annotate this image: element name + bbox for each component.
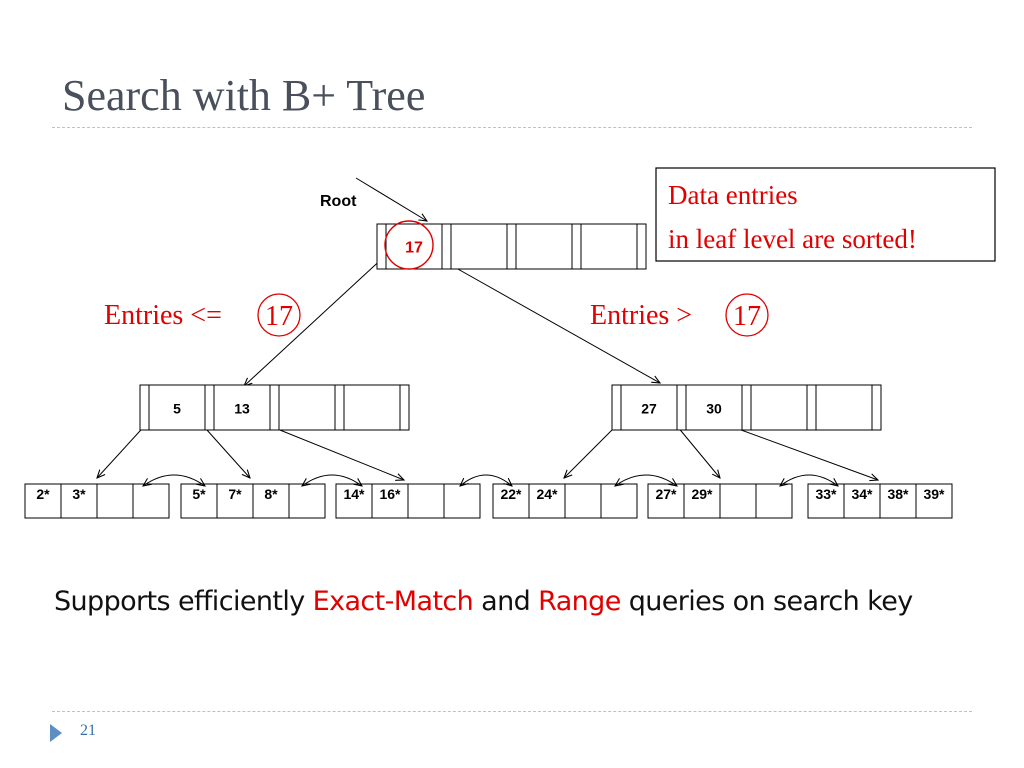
leaf-node-4-slot bbox=[528, 483, 566, 519]
summary-suffix: queries on search key bbox=[620, 586, 913, 617]
leaf-node-1-slot bbox=[132, 483, 170, 519]
leaf-node-2: 5* 7* 8* bbox=[180, 483, 326, 519]
leaf-node-4: 22* 24* bbox=[492, 483, 638, 519]
leaf-node-4-entry: 24* bbox=[536, 486, 558, 502]
inner-node-left-key: 5 bbox=[173, 401, 181, 417]
leaf-node-6-slot bbox=[807, 483, 845, 519]
leaf-node-3-entry: 16* bbox=[379, 486, 401, 502]
leaf-node-6-slot bbox=[879, 483, 917, 519]
edge-inner-to-leaf-6 bbox=[721, 422, 878, 480]
leaf-node-6: 33* 34* 38* 39* bbox=[807, 483, 953, 519]
page-number: 21 bbox=[80, 722, 96, 739]
leaf-node-1-entry: 3* bbox=[72, 486, 86, 502]
inner-node-left: 5 13 bbox=[139, 384, 410, 431]
left-branch-label: Entries <= bbox=[104, 300, 222, 331]
sibling-link-2-3 bbox=[302, 474, 362, 486]
left-branch-key-circle bbox=[257, 293, 301, 337]
leaf-node-3-entry: 14* bbox=[343, 486, 365, 502]
inner-node-right-frame bbox=[611, 384, 882, 431]
leaf-node-5-slot bbox=[683, 483, 721, 519]
summary-range: Range bbox=[538, 586, 621, 617]
leaf-node-3-slot bbox=[443, 483, 481, 519]
root-label: Root bbox=[320, 193, 357, 210]
leaf-sibling-links bbox=[143, 474, 838, 486]
leaf-node-5-entry: 29* bbox=[691, 486, 713, 502]
note-line-1: Data entries bbox=[668, 180, 798, 210]
right-branch-key: 17 bbox=[733, 301, 761, 332]
note-line-2: in leaf level are sorted! bbox=[668, 224, 917, 254]
right-branch-label: Entries > bbox=[590, 300, 692, 331]
slide-title: Search with B+ Tree bbox=[62, 71, 426, 120]
summary-prefix: Supports efficiently bbox=[54, 586, 313, 617]
sibling-link-4-5 bbox=[615, 474, 677, 486]
leaf-node-6-entry: 33* bbox=[815, 486, 837, 502]
edge-root-left bbox=[244, 254, 387, 386]
leaf-node-5-entry: 27* bbox=[655, 486, 677, 502]
title-divider bbox=[52, 127, 972, 128]
inner-node-right-key: 30 bbox=[706, 401, 722, 417]
footer-divider bbox=[52, 711, 972, 712]
right-branch-key-circle bbox=[725, 293, 769, 337]
summary-middle: and bbox=[473, 586, 539, 617]
leaf-node-4-entry: 22* bbox=[500, 486, 522, 502]
leaf-node-6-entry: 38* bbox=[887, 486, 909, 502]
root-pointer-arrow bbox=[355, 177, 427, 221]
inner-node-right: 27 30 bbox=[611, 384, 882, 431]
sibling-link-5-6 bbox=[780, 474, 838, 486]
leaf-node-1-entry: 2* bbox=[36, 486, 50, 502]
tree-edges bbox=[97, 254, 878, 480]
leaf-node-2-entry: 7* bbox=[228, 486, 242, 502]
left-branch-key: 17 bbox=[265, 301, 293, 332]
leaf-node-2-slot bbox=[288, 483, 326, 519]
leaf-node-3-slot bbox=[407, 483, 445, 519]
leaf-node-2-entry: 8* bbox=[264, 486, 278, 502]
leaf-node-1-slot bbox=[60, 483, 98, 519]
leaf-node-5: 27* 29* bbox=[647, 483, 793, 519]
leaf-node-2-entry: 5* bbox=[192, 486, 206, 502]
inner-node-left-key: 13 bbox=[234, 401, 250, 417]
inner-node-right-key: 27 bbox=[641, 401, 657, 417]
leaf-node-4-slot bbox=[600, 483, 638, 519]
root-node-frame bbox=[376, 223, 647, 270]
inner-node-left-frame bbox=[139, 384, 410, 431]
leaf-node-6-entry: 39* bbox=[923, 486, 945, 502]
summary-exact-match: Exact-Match bbox=[312, 586, 474, 617]
leaf-node-1-slot bbox=[24, 483, 62, 519]
summary-text: Supports efficiently Exact-Match and Ran… bbox=[54, 586, 913, 617]
note-box bbox=[655, 167, 996, 262]
leaf-node-4-slot bbox=[492, 483, 530, 519]
leaf-node-5-slot bbox=[755, 483, 793, 519]
tree-nodes: 17 5 13 27 30 2* 3* 5* 7* 8* 14* 16* 22* 24* 27* 29* 33*… bbox=[24, 223, 953, 519]
footer-bullet-icon bbox=[50, 724, 62, 742]
leaf-node-6-entry: 34* bbox=[851, 486, 873, 502]
sibling-link-3-4 bbox=[460, 474, 512, 486]
leaf-node-1: 2* 3* bbox=[24, 483, 170, 519]
leaf-node-4-slot bbox=[564, 483, 602, 519]
edge-root-right bbox=[432, 254, 660, 383]
root-key-highlight-circle bbox=[384, 220, 434, 270]
leaf-node-5-slot bbox=[719, 483, 757, 519]
leaf-node-2-slot bbox=[216, 483, 254, 519]
leaf-node-2-slot bbox=[180, 483, 218, 519]
leaf-node-1-slot bbox=[96, 483, 134, 519]
leaf-node-6-slot bbox=[915, 483, 953, 519]
leaf-node-3: 14* 16* bbox=[335, 483, 481, 519]
sibling-link-1-2 bbox=[143, 474, 205, 486]
root-node: 17 bbox=[376, 223, 647, 270]
root-node-key: 17 bbox=[405, 240, 423, 257]
